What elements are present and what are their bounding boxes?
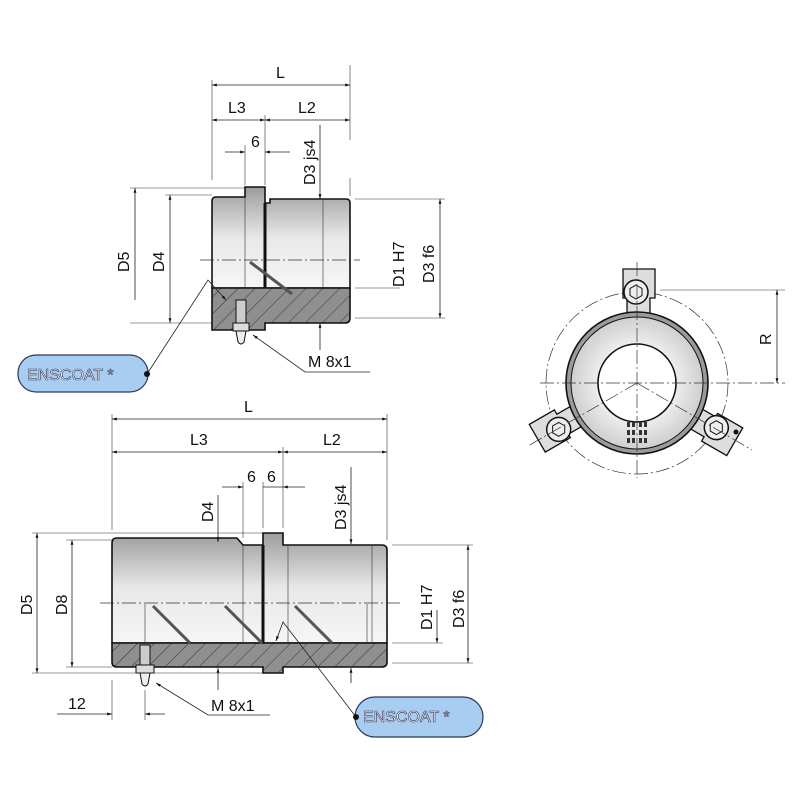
bottom-dim-L3: L3 xyxy=(190,432,208,449)
bottom-dim-D4: D4 xyxy=(200,501,217,522)
top-thread-label: M 8x1 xyxy=(308,354,352,371)
bottom-thread-label: M 8x1 xyxy=(211,698,255,715)
top-dim-L: L xyxy=(276,65,285,82)
bottom-dim-6b: 6 xyxy=(267,469,276,486)
bottom-dim-L2: L2 xyxy=(323,432,341,449)
clamp-lug-top xyxy=(622,268,656,316)
bottom-bushing-view: L L3 L2 6 6 D4 D3 js4 D5 D8 D1 H7 D3 f6 … xyxy=(19,399,484,738)
side-flange-view: R xyxy=(527,262,785,478)
grease-holes-icon xyxy=(627,422,647,443)
clamp-lug-right xyxy=(688,407,744,457)
top-dim-D1H7: D1 H7 xyxy=(391,242,408,287)
bottom-enscoat-badge: ENSCOAT * xyxy=(353,696,484,738)
bottom-dim-6a: 6 xyxy=(247,469,256,486)
bottom-dim-D3js4: D3 js4 xyxy=(333,485,350,530)
top-dim-L3: L3 xyxy=(228,100,246,117)
bottom-dim-D3f6: D3 f6 xyxy=(451,590,468,628)
top-badge-text: ENSCOAT * xyxy=(27,367,114,384)
bottom-badge-text: ENSCOAT * xyxy=(363,709,450,726)
top-enscoat-badge: ENSCOAT * xyxy=(17,354,150,393)
bottom-dim-L: L xyxy=(244,399,253,416)
side-dim-R: R xyxy=(758,333,775,345)
grease-nipple-icon xyxy=(135,644,155,687)
clamp-lug-left xyxy=(528,404,584,454)
top-bushing-view: L L3 L2 6 D3 js4 D5 D4 D1 H7 D3 f6 M 8x1… xyxy=(17,65,445,393)
bottom-dim-12: 12 xyxy=(68,696,86,713)
grease-nipple-icon xyxy=(232,299,250,345)
bottom-dim-D5: D5 xyxy=(19,594,36,615)
top-dim-D3js4: D3 js4 xyxy=(302,140,319,185)
top-dim-D3f6: D3 f6 xyxy=(421,245,438,283)
bottom-dim-D1H7: D1 H7 xyxy=(419,585,436,630)
bottom-dim-D8: D8 xyxy=(54,594,71,615)
top-dim-L2: L2 xyxy=(298,100,316,117)
top-dim-D5: D5 xyxy=(116,251,133,272)
top-dim-6: 6 xyxy=(251,134,260,151)
top-dim-D4: D4 xyxy=(151,251,168,272)
